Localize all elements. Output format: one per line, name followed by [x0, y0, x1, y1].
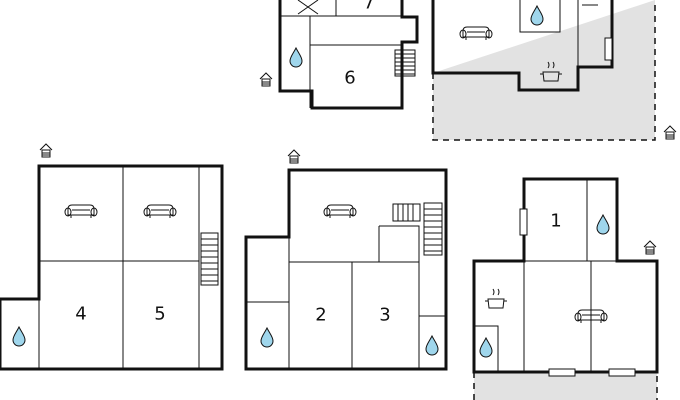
sofa-icon [323, 204, 357, 219]
room-label-7: 7 [363, 0, 374, 14]
stairs-c [200, 232, 219, 286]
room-label-6: 6 [344, 68, 355, 89]
building-b [431, 0, 614, 92]
room-label-2: 2 [315, 305, 326, 326]
house-entrance-icon [663, 125, 677, 140]
water-drop-icon [425, 335, 439, 356]
room-label-5: 5 [154, 304, 165, 325]
building-d: 2 3 [244, 168, 448, 371]
sofa-icon [64, 204, 98, 219]
building-c: 4 5 [0, 164, 224, 371]
house-entrance-icon [39, 143, 53, 158]
water-drop-icon [530, 5, 544, 26]
water-drop-icon [12, 326, 26, 347]
sofa-icon [459, 26, 493, 41]
house-entrance-icon [259, 72, 273, 87]
room-label-1: 1 [550, 211, 561, 232]
room-label-3: 3 [379, 305, 390, 326]
house-entrance-icon [287, 149, 301, 164]
terrace-top-right [432, 0, 656, 141]
cooking-pot-icon [484, 288, 508, 309]
water-drop-icon [596, 214, 610, 235]
stairs-a [394, 49, 416, 77]
water-drop-icon [289, 47, 303, 68]
water-drop-icon [260, 327, 274, 348]
building-a: 6 7 [278, 0, 419, 110]
sofa-icon [143, 204, 177, 219]
water-drop-icon [479, 337, 493, 358]
terrace-bottom-right [473, 371, 658, 400]
building-e: 1 [472, 177, 659, 377]
house-entrance-icon [643, 240, 657, 255]
stairs-d [392, 202, 443, 256]
room-label-4: 4 [75, 304, 86, 325]
